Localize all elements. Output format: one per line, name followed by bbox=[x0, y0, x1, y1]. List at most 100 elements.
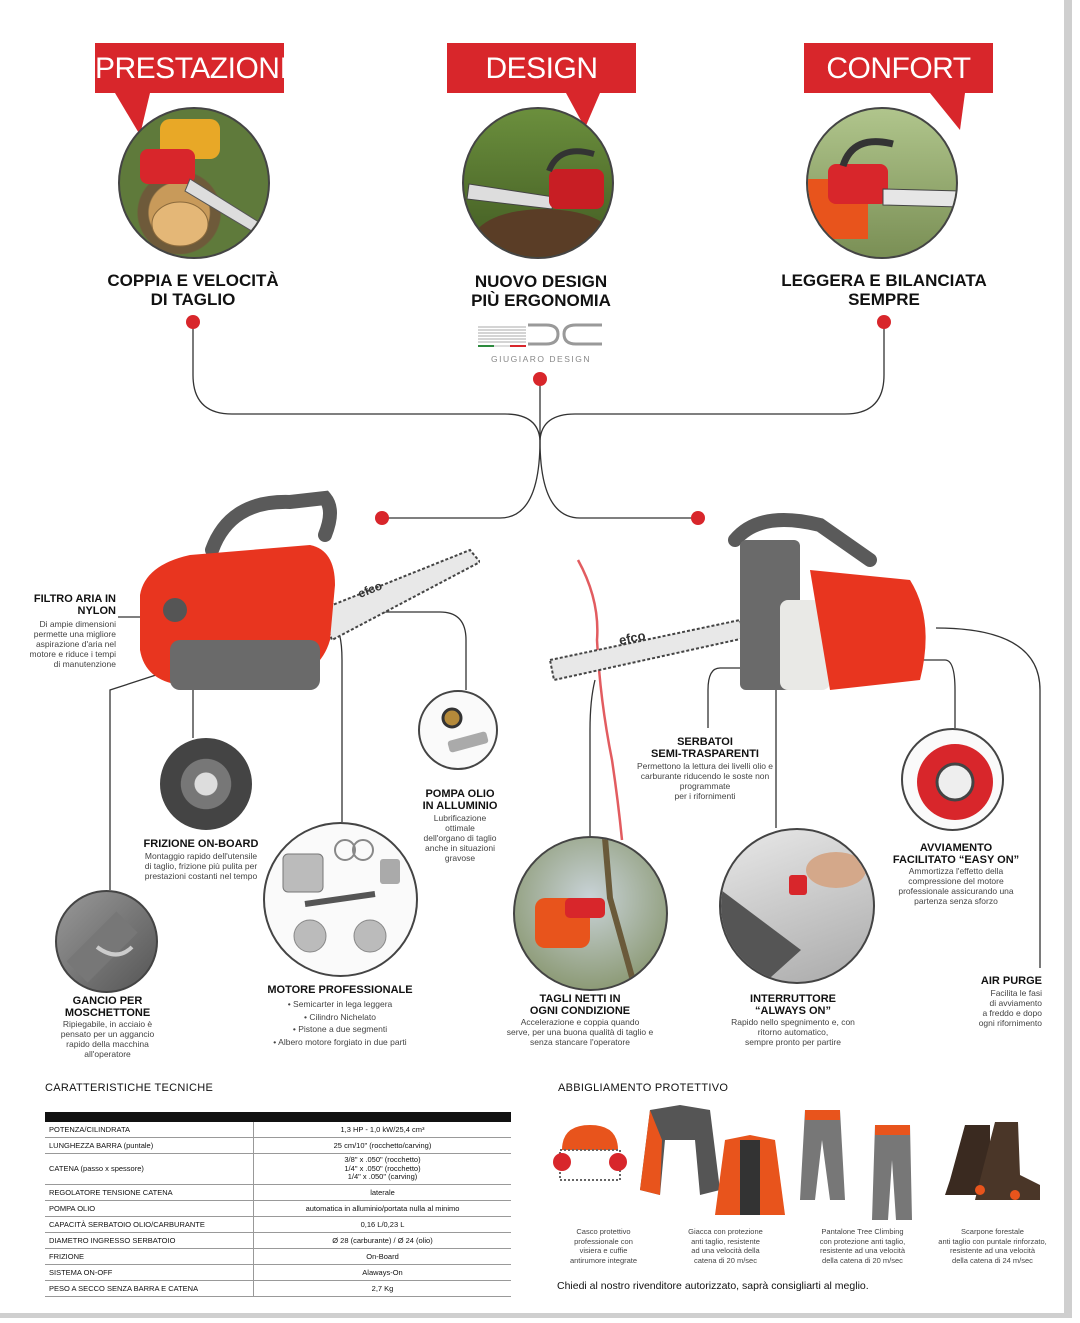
ribbon-confort: CONFORT bbox=[804, 43, 993, 93]
desc-line: ottimale bbox=[445, 823, 475, 833]
hook-icon bbox=[66, 911, 138, 983]
photo-engine-parts bbox=[263, 822, 418, 977]
trousers-icon bbox=[800, 1110, 912, 1220]
feature-title-line: IN ALLUMINIO bbox=[422, 800, 498, 812]
caption-line: catena di 20 m/sec bbox=[694, 1255, 757, 1265]
boots-icon bbox=[945, 1122, 1040, 1200]
photo-clutch bbox=[160, 738, 252, 830]
desc-line: Montaggio rapido dell'utensile bbox=[144, 851, 258, 861]
spec-value: 25 cm/10" (rocchetto/carving) bbox=[253, 1137, 511, 1154]
desc-line: Permettono la lettura dei livelli olio e bbox=[636, 761, 774, 771]
switch-icon bbox=[721, 852, 866, 982]
spec-value: Ø 28 (carburante) / Ø 24 (olio) bbox=[253, 1232, 511, 1249]
spec-value: 3/8" x .050" (rocchetto) 1/4" x .050" (r… bbox=[253, 1153, 511, 1185]
gear-caption-boots: Scarpone forestale anti taglio con punta… bbox=[925, 1227, 1060, 1265]
desc-line: Ripiegabile, in acciaio è bbox=[62, 1019, 153, 1029]
desc-line: sempre pronto per partire bbox=[745, 1037, 841, 1047]
feature-title-line: AVVIAMENTO bbox=[919, 842, 993, 854]
chainsaw-icon bbox=[808, 138, 956, 239]
desc-line: di manutenzione bbox=[53, 659, 116, 669]
desc-line: partenza senza sforzo bbox=[914, 896, 998, 906]
dealer-note: Chiedi al nostro rivenditore autorizzato… bbox=[557, 1280, 869, 1292]
desc-line: ritorno automatico, bbox=[757, 1027, 829, 1037]
desc-line: Lubrificazione bbox=[433, 813, 487, 823]
ribbon-label: PRESTAZIONI bbox=[95, 52, 288, 85]
feature-serbatoi-desc: Permettono la lettura dei livelli olio e… bbox=[615, 761, 795, 801]
desc-line: Ammortizza l'effetto della bbox=[908, 866, 1004, 876]
connector-dot bbox=[877, 315, 891, 329]
headline-line: SEMPRE bbox=[848, 290, 920, 309]
spec-label: DIAMETRO INGRESSO SERBATOIO bbox=[45, 1232, 254, 1249]
caption-line: ad una velocità della bbox=[691, 1246, 760, 1255]
feature-filtro-desc: Di ampie dimensioni permette una miglior… bbox=[10, 619, 116, 669]
connector-dot bbox=[691, 511, 705, 525]
giugiaro-mark-icon bbox=[478, 323, 602, 347]
desc-line: • Cilindro Nichelato bbox=[304, 1011, 376, 1022]
caption-line: resistente ad una velocità bbox=[819, 1246, 906, 1255]
spec-label: SISTEMA ON-OFF bbox=[45, 1264, 254, 1281]
specs-title: CARATTERISTICHE TECNICHE bbox=[45, 1082, 214, 1094]
caption-line: anti taglio con puntale rinforzato, bbox=[938, 1236, 1047, 1246]
desc-line: carburante riducendo le soste non bbox=[640, 771, 770, 781]
feature-title-line: SERBATOI bbox=[677, 736, 733, 748]
feature-title-line: FILTRO ARIA IN bbox=[33, 593, 116, 605]
jacket-icon bbox=[640, 1105, 785, 1215]
spec-label: PESO A SECCO SENZA BARRA E CATENA bbox=[45, 1280, 254, 1297]
photo-design-saw bbox=[462, 107, 614, 259]
feature-title-line: INTERRUTTORE bbox=[750, 993, 836, 1005]
feature-motore-desc: • Semicarter in lega leggera • Cilindro … bbox=[230, 998, 450, 1048]
desc-line: ogni rifornimento bbox=[978, 1018, 1042, 1028]
headline-prestazioni: COPPIA E VELOCITÀ DI TAGLIO bbox=[78, 271, 308, 309]
desc-line: di taglio, frizione più pulita per bbox=[144, 861, 258, 871]
caption-line: visiera e cuffie bbox=[579, 1246, 628, 1255]
feature-gancio-title: GANCIO PER MOSCHETTONE bbox=[45, 995, 170, 1019]
chainsaw-left-illustration: efco bbox=[140, 490, 480, 690]
feature-title-line: FACILITATO “EASY ON” bbox=[892, 854, 1020, 866]
caption-line: Scarpone forestale bbox=[961, 1227, 1024, 1236]
photo-hook bbox=[55, 890, 158, 993]
engine-parts-icon bbox=[282, 839, 400, 953]
desc-line: compressione del motore bbox=[908, 876, 1004, 886]
feature-tagli-desc: Accelerazione e coppia quando serve, per… bbox=[490, 1017, 670, 1047]
desc-line: professionale assicurando una bbox=[898, 886, 1014, 896]
chainsaw-right-illustration: efco bbox=[548, 513, 926, 690]
spec-label: POTENZA/CILINDRATA bbox=[45, 1122, 254, 1138]
caption-line: Pantalone Tree Climbing bbox=[821, 1227, 904, 1236]
feature-motore-title: MOTORE PROFESSIONALE bbox=[267, 984, 413, 996]
desc-line: • Pistone a due segmenti bbox=[292, 1024, 388, 1034]
feature-title-line: OGNI CONDIZIONE bbox=[529, 1005, 631, 1017]
giugiaro-logo: GIUGIARO DESIGN bbox=[476, 322, 606, 364]
specs-header-bar bbox=[45, 1112, 511, 1122]
desc-line: dell'organo di taglio bbox=[423, 833, 497, 843]
desc-line: programmate bbox=[679, 781, 731, 791]
spec-label: CATENA (passo x spessore) bbox=[45, 1153, 254, 1185]
desc-line: gravose bbox=[444, 853, 476, 863]
desc-line: Facilita le fasi bbox=[990, 988, 1043, 998]
desc-line: Accelerazione e coppia quando bbox=[520, 1017, 640, 1027]
caption-line: resistente ad una velocità bbox=[949, 1246, 1036, 1255]
ribbon-design: DESIGN bbox=[447, 43, 636, 93]
desc-line: pensato per un aggancio bbox=[60, 1029, 155, 1039]
feature-frizione-desc: Montaggio rapido dell'utensile di taglio… bbox=[126, 851, 276, 881]
spec-label: POMPA OLIO bbox=[45, 1200, 254, 1217]
helmet-icon bbox=[553, 1125, 627, 1181]
feature-pompa-title: POMPA OLIO IN ALLUMINIO bbox=[405, 788, 515, 812]
giugiaro-text: GIUGIARO DESIGN bbox=[491, 354, 591, 364]
feature-avviamento-desc: Ammortizza l'effetto della compressione … bbox=[880, 866, 1032, 906]
starter-icon bbox=[917, 744, 993, 820]
chainsaw-icon bbox=[140, 119, 268, 247]
feature-interruttore-desc: Rapido nello spegnimento e, con ritorno … bbox=[713, 1017, 873, 1047]
desc-line: aspirazione d'aria nel bbox=[35, 639, 116, 649]
desc-line: • Albero motore forgiato in due parti bbox=[273, 1036, 407, 1047]
desc-line: motore e riduce i tempi bbox=[29, 649, 116, 659]
desc-line: • Semicarter in lega leggera bbox=[287, 999, 393, 1009]
ribbon-tails bbox=[115, 93, 965, 135]
desc-line: Di ampie dimensioni bbox=[39, 619, 116, 629]
ribbon-prestazioni: PRESTAZIONI bbox=[95, 43, 288, 93]
connector-dot bbox=[186, 315, 200, 329]
